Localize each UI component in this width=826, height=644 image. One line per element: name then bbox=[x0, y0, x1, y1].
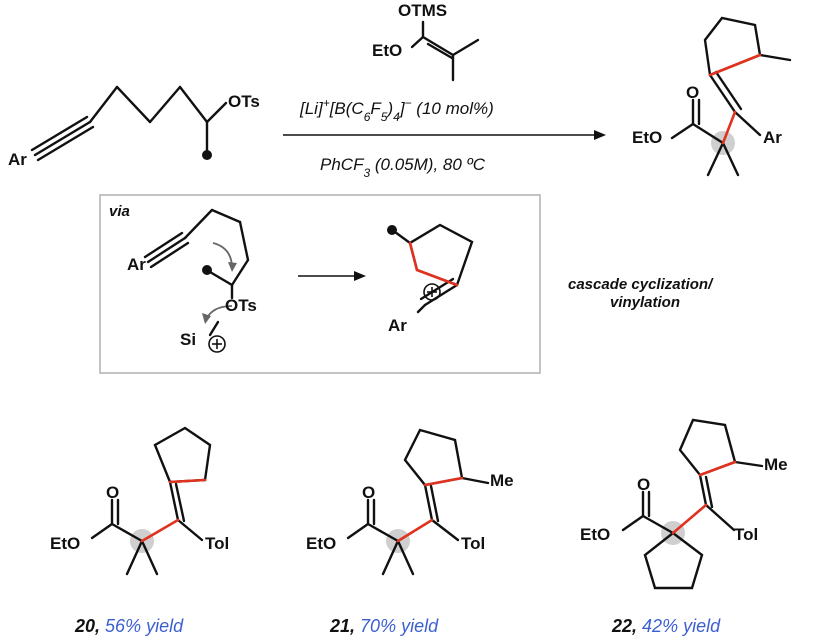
mechanism-arrowhead bbox=[354, 271, 366, 281]
arrowhead bbox=[202, 313, 211, 324]
ex22-me-label: Me bbox=[764, 455, 788, 474]
methyl-dot bbox=[202, 150, 212, 160]
yield-value: 56% yield bbox=[105, 616, 184, 636]
ex21-o-label: O bbox=[362, 483, 375, 502]
arrowhead bbox=[228, 262, 237, 272]
ex20-tol-label: Tol bbox=[205, 534, 229, 553]
product bbox=[670, 16, 792, 177]
compound-20 bbox=[90, 426, 212, 576]
new-bonds bbox=[671, 460, 737, 535]
mech-ar-label: Ar bbox=[127, 255, 146, 274]
yield-value: 70% yield bbox=[360, 616, 439, 636]
ex20-eto-label: EtO bbox=[50, 534, 80, 553]
mechanism-intermediate bbox=[143, 208, 250, 337]
ex22-eto-label: EtO bbox=[580, 525, 610, 544]
new-bonds bbox=[140, 478, 207, 543]
silyl-ketene-acetal bbox=[410, 20, 480, 82]
mechanism-box bbox=[99, 194, 541, 374]
methyl-dot bbox=[202, 265, 212, 275]
note-line-1: cascade cyclization/ bbox=[568, 276, 714, 293]
compound-number: 20 bbox=[74, 616, 95, 636]
new-bonds bbox=[408, 241, 459, 287]
ex22-tol-label: Tol bbox=[734, 525, 758, 544]
methyl-dot bbox=[387, 225, 397, 235]
new-bonds bbox=[708, 53, 762, 145]
cation-charge bbox=[208, 335, 226, 353]
compound-21 bbox=[346, 428, 490, 576]
example-label-22: 22, 42% yield bbox=[611, 616, 721, 636]
note-line-2: vinylation bbox=[610, 294, 680, 311]
mech-si-label: Si bbox=[180, 330, 196, 349]
otms-label: OTMS bbox=[398, 1, 447, 20]
reaction-arrowhead bbox=[594, 130, 606, 140]
new-bonds bbox=[396, 476, 464, 543]
ex21-me-label: Me bbox=[490, 471, 514, 490]
yield-value: 42% yield bbox=[642, 616, 721, 636]
mech-ots-label: OTs bbox=[225, 296, 257, 315]
mech-ar2-label: Ar bbox=[388, 316, 407, 335]
catalyst-text: [Li]+[B(C6F5)4]− (10 mol%) bbox=[299, 96, 494, 124]
conditions-text: PhCF3 (0.05M), 80 ºC bbox=[320, 155, 486, 180]
example-label-20: 20, 56% yield bbox=[74, 616, 184, 636]
example-label-21: 21, 70% yield bbox=[329, 616, 439, 636]
via-label: via bbox=[109, 203, 130, 220]
substrate bbox=[30, 85, 228, 162]
compound-number: 21 bbox=[329, 616, 350, 636]
substrate-ar-label: Ar bbox=[8, 150, 27, 169]
product-eto-label: EtO bbox=[632, 128, 662, 147]
ex21-eto-label: EtO bbox=[306, 534, 336, 553]
eto-label: EtO bbox=[372, 41, 402, 60]
vinyl-cation bbox=[393, 223, 474, 314]
cation-charge bbox=[423, 283, 441, 301]
compound-number: 22 bbox=[611, 616, 632, 636]
ex20-o-label: O bbox=[106, 483, 119, 502]
compound-22 bbox=[621, 418, 764, 590]
product-ar-label: Ar bbox=[763, 128, 782, 147]
product-o-label: O bbox=[686, 83, 699, 102]
ex22-o-label: O bbox=[637, 475, 650, 494]
ex21-tol-label: Tol bbox=[461, 534, 485, 553]
substrate-ots-label: OTs bbox=[228, 92, 260, 111]
